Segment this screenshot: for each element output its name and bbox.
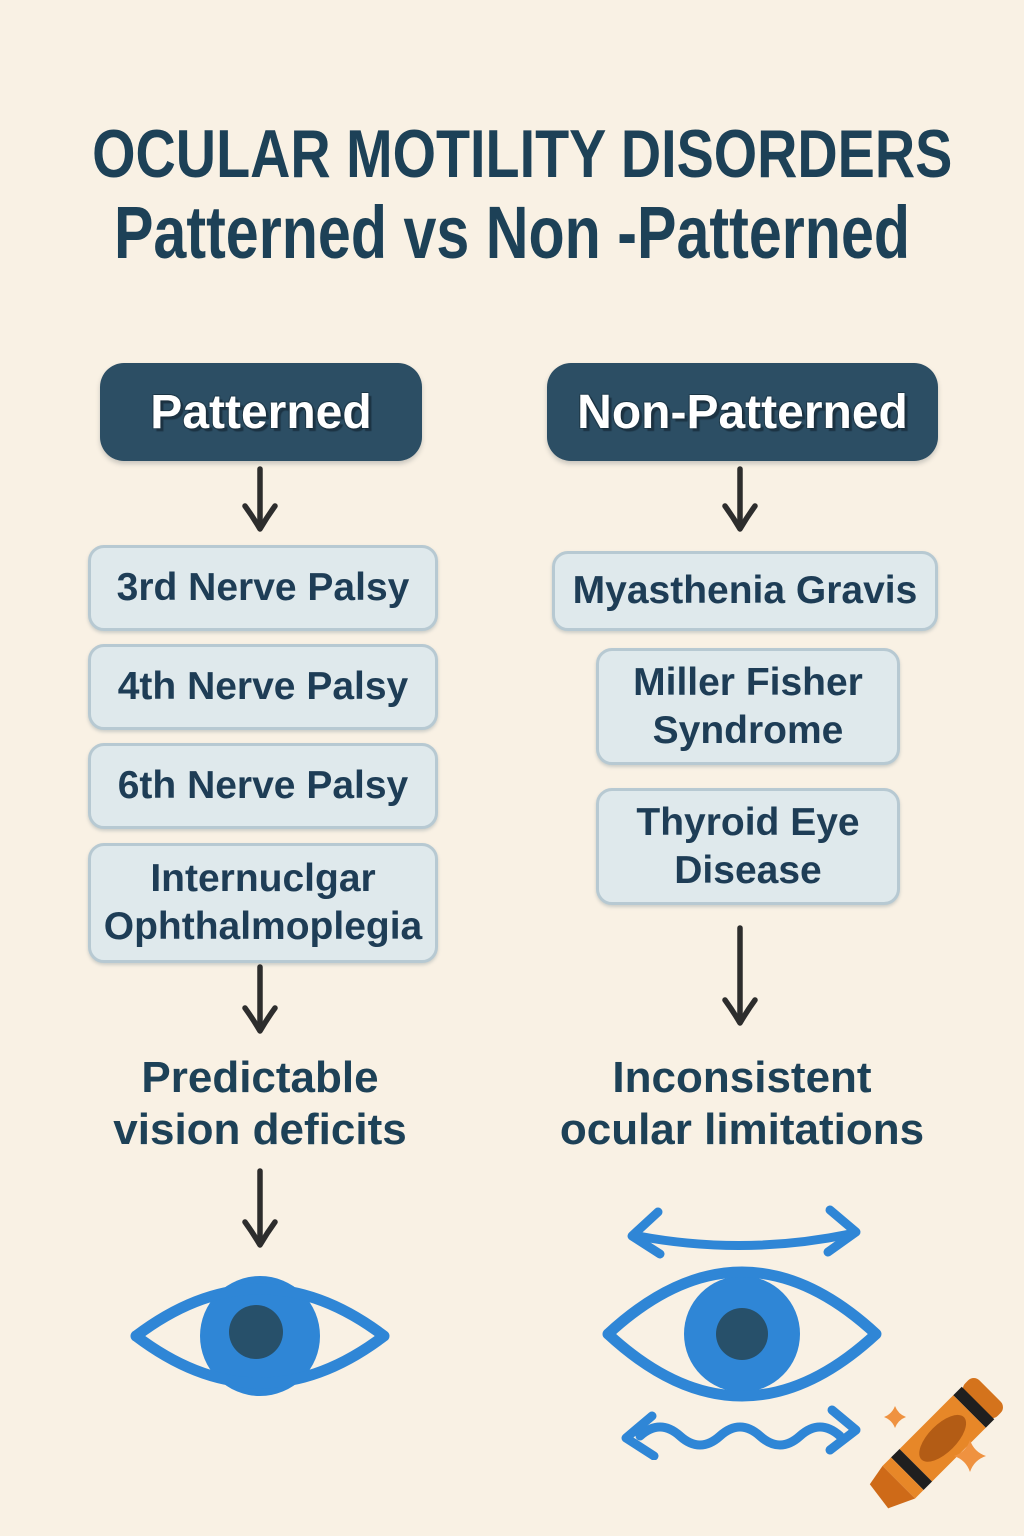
sparkle-icon: [884, 1406, 906, 1428]
curved-double-arrow-icon: [627, 1205, 861, 1259]
eye-outline: [130, 1283, 390, 1389]
outcome-line: vision deficits: [113, 1104, 407, 1154]
wavy-double-arrow-icon: [621, 1405, 861, 1460]
non-patterned-outcome-text: Inconsistent ocular limitations: [532, 1052, 952, 1156]
pupil: [229, 1305, 283, 1359]
list-item-6th-nerve-palsy: 6th Nerve Palsy: [88, 743, 438, 829]
outcome-line: Predictable: [141, 1053, 379, 1102]
patterned-outcome-text: Predictable vision deficits: [50, 1052, 470, 1156]
sparkle-icon: [954, 1440, 986, 1472]
list-item-internuclear-ophthalmoplegia: Internuclgar Ophthalmoplegia: [88, 843, 438, 963]
list-item-3rd-nerve-palsy: 3rd Nerve Palsy: [88, 545, 438, 631]
outcome-line: Inconsistent: [612, 1053, 872, 1102]
down-arrow-icon: [242, 466, 278, 532]
down-arrow-icon: [242, 964, 278, 1034]
pupil: [716, 1308, 768, 1360]
outcome-line: ocular limitations: [559, 1104, 925, 1154]
eye-with-motion-arrows-icon: [602, 1205, 882, 1460]
non-patterned-header-box: Non-Patterned: [547, 363, 938, 461]
down-arrow-icon: [722, 466, 758, 532]
down-arrow-icon: [242, 1168, 278, 1248]
page-subtitle: Patterned vs Non -Patterned: [113, 191, 911, 274]
eye-outline: [602, 1266, 882, 1402]
list-item-miller-fisher-syndrome: Miller Fisher Syndrome: [596, 648, 900, 765]
orange-crayon-icon: [869, 1378, 1003, 1509]
patterned-header-box: Patterned: [100, 363, 422, 461]
list-item-4th-nerve-palsy: 4th Nerve Palsy: [88, 644, 438, 730]
list-item-myasthenia-gravis: Myasthenia Gravis: [552, 551, 938, 631]
list-item-thyroid-eye-disease: Thyroid Eye Disease: [596, 788, 900, 905]
eye-icon: [130, 1276, 390, 1396]
down-arrow-icon: [722, 925, 758, 1026]
page-title: OCULAR MOTILITY DISORDERS: [92, 116, 953, 192]
